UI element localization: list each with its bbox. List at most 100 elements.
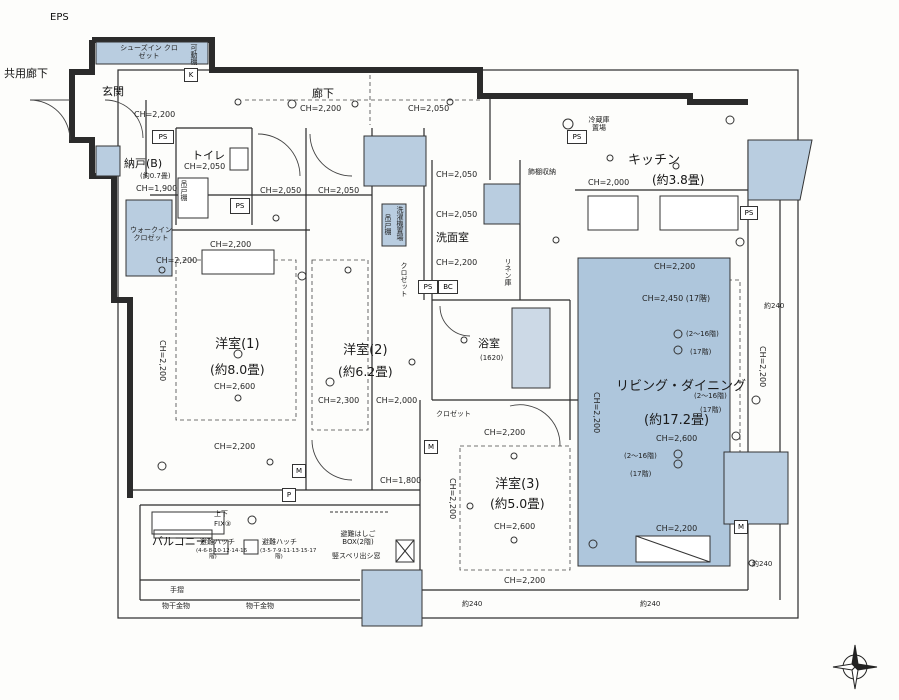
room2-name: 洋室(2) [343,343,388,358]
ch-entrance: CH=2,200 [134,110,176,119]
outer-wall-top [92,37,748,105]
hanging-shelf-wash: 吊戸棚 [384,214,393,235]
ch-room3-bottom: CH=2,200 [504,576,546,585]
floors-note-5: (2〜16階) [624,452,657,460]
floors-note-2: (17階) [690,348,712,356]
walkin-closet-block [125,199,173,277]
ch-living-top: CH=2,200 [654,262,696,271]
ch-room1-left: CH=2,200 [158,340,168,382]
ch-room2-right: CH=2,000 [376,396,418,405]
bath-label: 浴室 [478,337,500,350]
m-box-living: M [734,520,748,534]
m-box-room3: M [424,440,438,454]
hallway-label: 廊下 [312,87,334,100]
ch-room1-upper: CH=2,200 [210,240,252,249]
bc-box: BC [438,280,458,294]
hatch1-floors: (4·6·8·10·12·14·16階) [196,548,248,561]
entrance-label: 玄関 [102,85,124,98]
room1-name: 洋室(1) [215,337,260,352]
hatch1-label: 避難ハッチ [200,538,235,546]
room2-size: (約6.2畳) [338,363,393,379]
ch-hallway: CH=2,200 [300,104,342,113]
ch-room3-left: CH=2,200 [448,478,458,520]
kitchen-size: (約3.8畳) [652,173,705,187]
washer-label: 洗濯機置場 [396,206,405,241]
p-box: P [282,488,296,502]
storage-b-label: 納戸(B) [124,157,163,170]
ch-wash-bottom: CH=2,200 [436,258,478,267]
column-block [363,135,427,187]
ch-hallway-right: CH=2,050 [408,104,450,113]
ps-box-toilet: PS [230,198,250,214]
ch-living-bottom: CH=2,200 [656,524,698,533]
ch-toilet: CH=2,050 [184,162,226,171]
ps-box-kitchen: PS [567,130,587,144]
handrail-label: 手摺 [170,586,184,594]
fix-label: FIX③ [214,520,232,528]
floors-note-1: (2〜16階) [686,330,719,338]
balcony-label: バルコニー [152,535,207,548]
ch-room3-center: CH=2,600 [494,522,536,531]
storage-b-block [95,145,121,177]
ladder-box-label: 避難はしご BOX(2階) [340,530,376,547]
ps-box-entrance: PS [152,130,174,144]
fridge-label: 冷蔵庫置場 [588,116,610,133]
approx240-d: 約240 [752,560,773,568]
hanging-shelf-toilet: 吊戸棚 [180,180,189,201]
room3-label: 洋室(3) (約5.0畳) [490,477,545,511]
ch-wash-mid: CH=2,050 [436,210,478,219]
hatch2-label: 避難ハッチ [262,538,297,546]
ch-corridor-bottom: CH=1,800 [380,476,422,485]
washer-block [381,203,407,247]
ch-living-left: CH=2,200 [592,392,602,434]
ch-room1-top: CH=2,050 [260,186,302,195]
washroom-label: 洗面室 [436,231,469,244]
living-floor [577,257,731,567]
unit-outline [117,69,799,619]
shoes-closet-label: シューズイン クロゼット [120,44,178,61]
ch-walkin: CH=2,200 [156,256,198,265]
ch-storage-b: CH=1,900 [136,184,178,193]
walkin-closet-label: ウォークイン クロゼット [130,226,172,243]
floors-note-6: (17階) [630,470,652,478]
k-box: K [184,68,198,82]
approx240-b: 約240 [640,600,661,608]
living-label: リビング・ダイニング [616,379,747,395]
approx240-c: 約240 [764,302,785,310]
eps-label: EPS [50,12,69,23]
approx240-a: 約240 [462,600,483,608]
dryer1-label: 物干金物 [162,602,190,610]
toilet-label: トイレ [192,149,225,162]
dryer2-label: 物干金物 [246,602,274,610]
linen-label: リネン庫 [504,258,513,286]
column-right-top [747,139,813,201]
ch-kitchen: CH=2,000 [588,178,630,187]
room1-label: 洋室(1) (約8.0畳) [210,337,265,377]
living-size: (約17.2畳) [644,413,710,428]
kitchen-label: キッチン [628,153,680,169]
up-down-label: 上下 [214,510,228,518]
outer-wall-left [69,40,133,498]
floors-note-3: (2〜16階) [694,392,727,400]
room2-label: 洋室(2) (約6.2畳) [338,343,393,379]
room3-name: 洋室(3) [495,477,540,492]
room1-size: (約8.0畳) [210,361,265,377]
floors-note-4: (17階) [700,406,722,414]
ch-room1-bottom: CH=2,200 [214,442,256,451]
bath-tub [511,307,551,389]
ch-living-right: CH=2,200 [758,346,768,388]
living-name: リビング・ダイニング [616,379,747,394]
storage-b-size: (約0.7畳) [140,172,171,180]
ch-room2-center: CH=2,300 [318,396,360,405]
ch-room2-top: CH=2,050 [318,186,360,195]
m-box-room1: M [292,464,306,478]
room3-size: (約5.0畳) [490,495,545,511]
ch-room3-top: CH=2,200 [484,428,526,437]
shoes-closet-block [95,41,209,65]
hatch2-floors: (3·5·7·9·11·13·15·17階) [260,548,317,561]
slide-exit-label: 竪スベリ出シ窓 [332,552,381,560]
movable-shelf-label: 可動棚 [190,44,199,65]
column-bottom [361,569,423,627]
